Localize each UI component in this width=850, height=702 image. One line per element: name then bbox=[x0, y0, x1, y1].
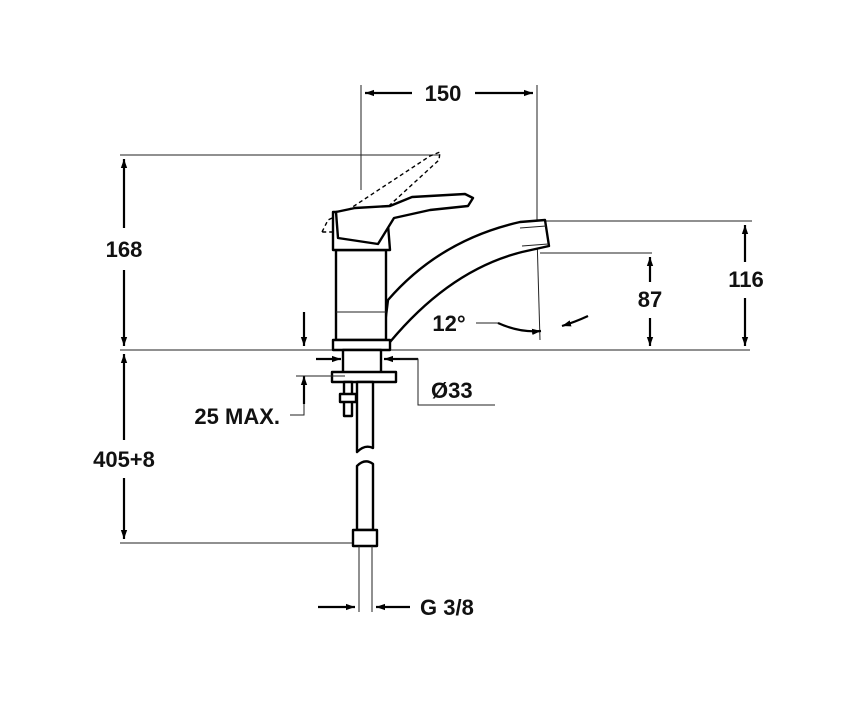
mounting-washer bbox=[330, 370, 398, 384]
faucet-cylinder bbox=[334, 248, 388, 342]
spout bbox=[381, 218, 551, 344]
hose-lower bbox=[355, 460, 375, 532]
dim-label-12-degrees: 12° bbox=[432, 311, 465, 336]
extension-lines bbox=[120, 85, 752, 544]
dim-label-g-3-8: G 3/8 bbox=[420, 595, 474, 620]
dim-label-116: 116 bbox=[728, 267, 764, 292]
faucet-body bbox=[320, 150, 551, 352]
hose-upper bbox=[355, 380, 375, 454]
base-ring bbox=[331, 338, 392, 352]
dim-label-87: 87 bbox=[638, 287, 662, 312]
dim-label-25-max: 25 MAX. bbox=[194, 404, 280, 429]
dim-label-150: 150 bbox=[425, 81, 462, 106]
mounting-hardware bbox=[330, 348, 398, 612]
dim-label-168: 168 bbox=[106, 237, 143, 262]
dim-label-hole-diameter: Ø33 bbox=[431, 378, 473, 403]
hose-nut bbox=[351, 528, 379, 548]
dimension-lines bbox=[120, 89, 749, 611]
lever-handle bbox=[334, 192, 475, 246]
dim-label-405-8: 405+8 bbox=[93, 447, 155, 472]
